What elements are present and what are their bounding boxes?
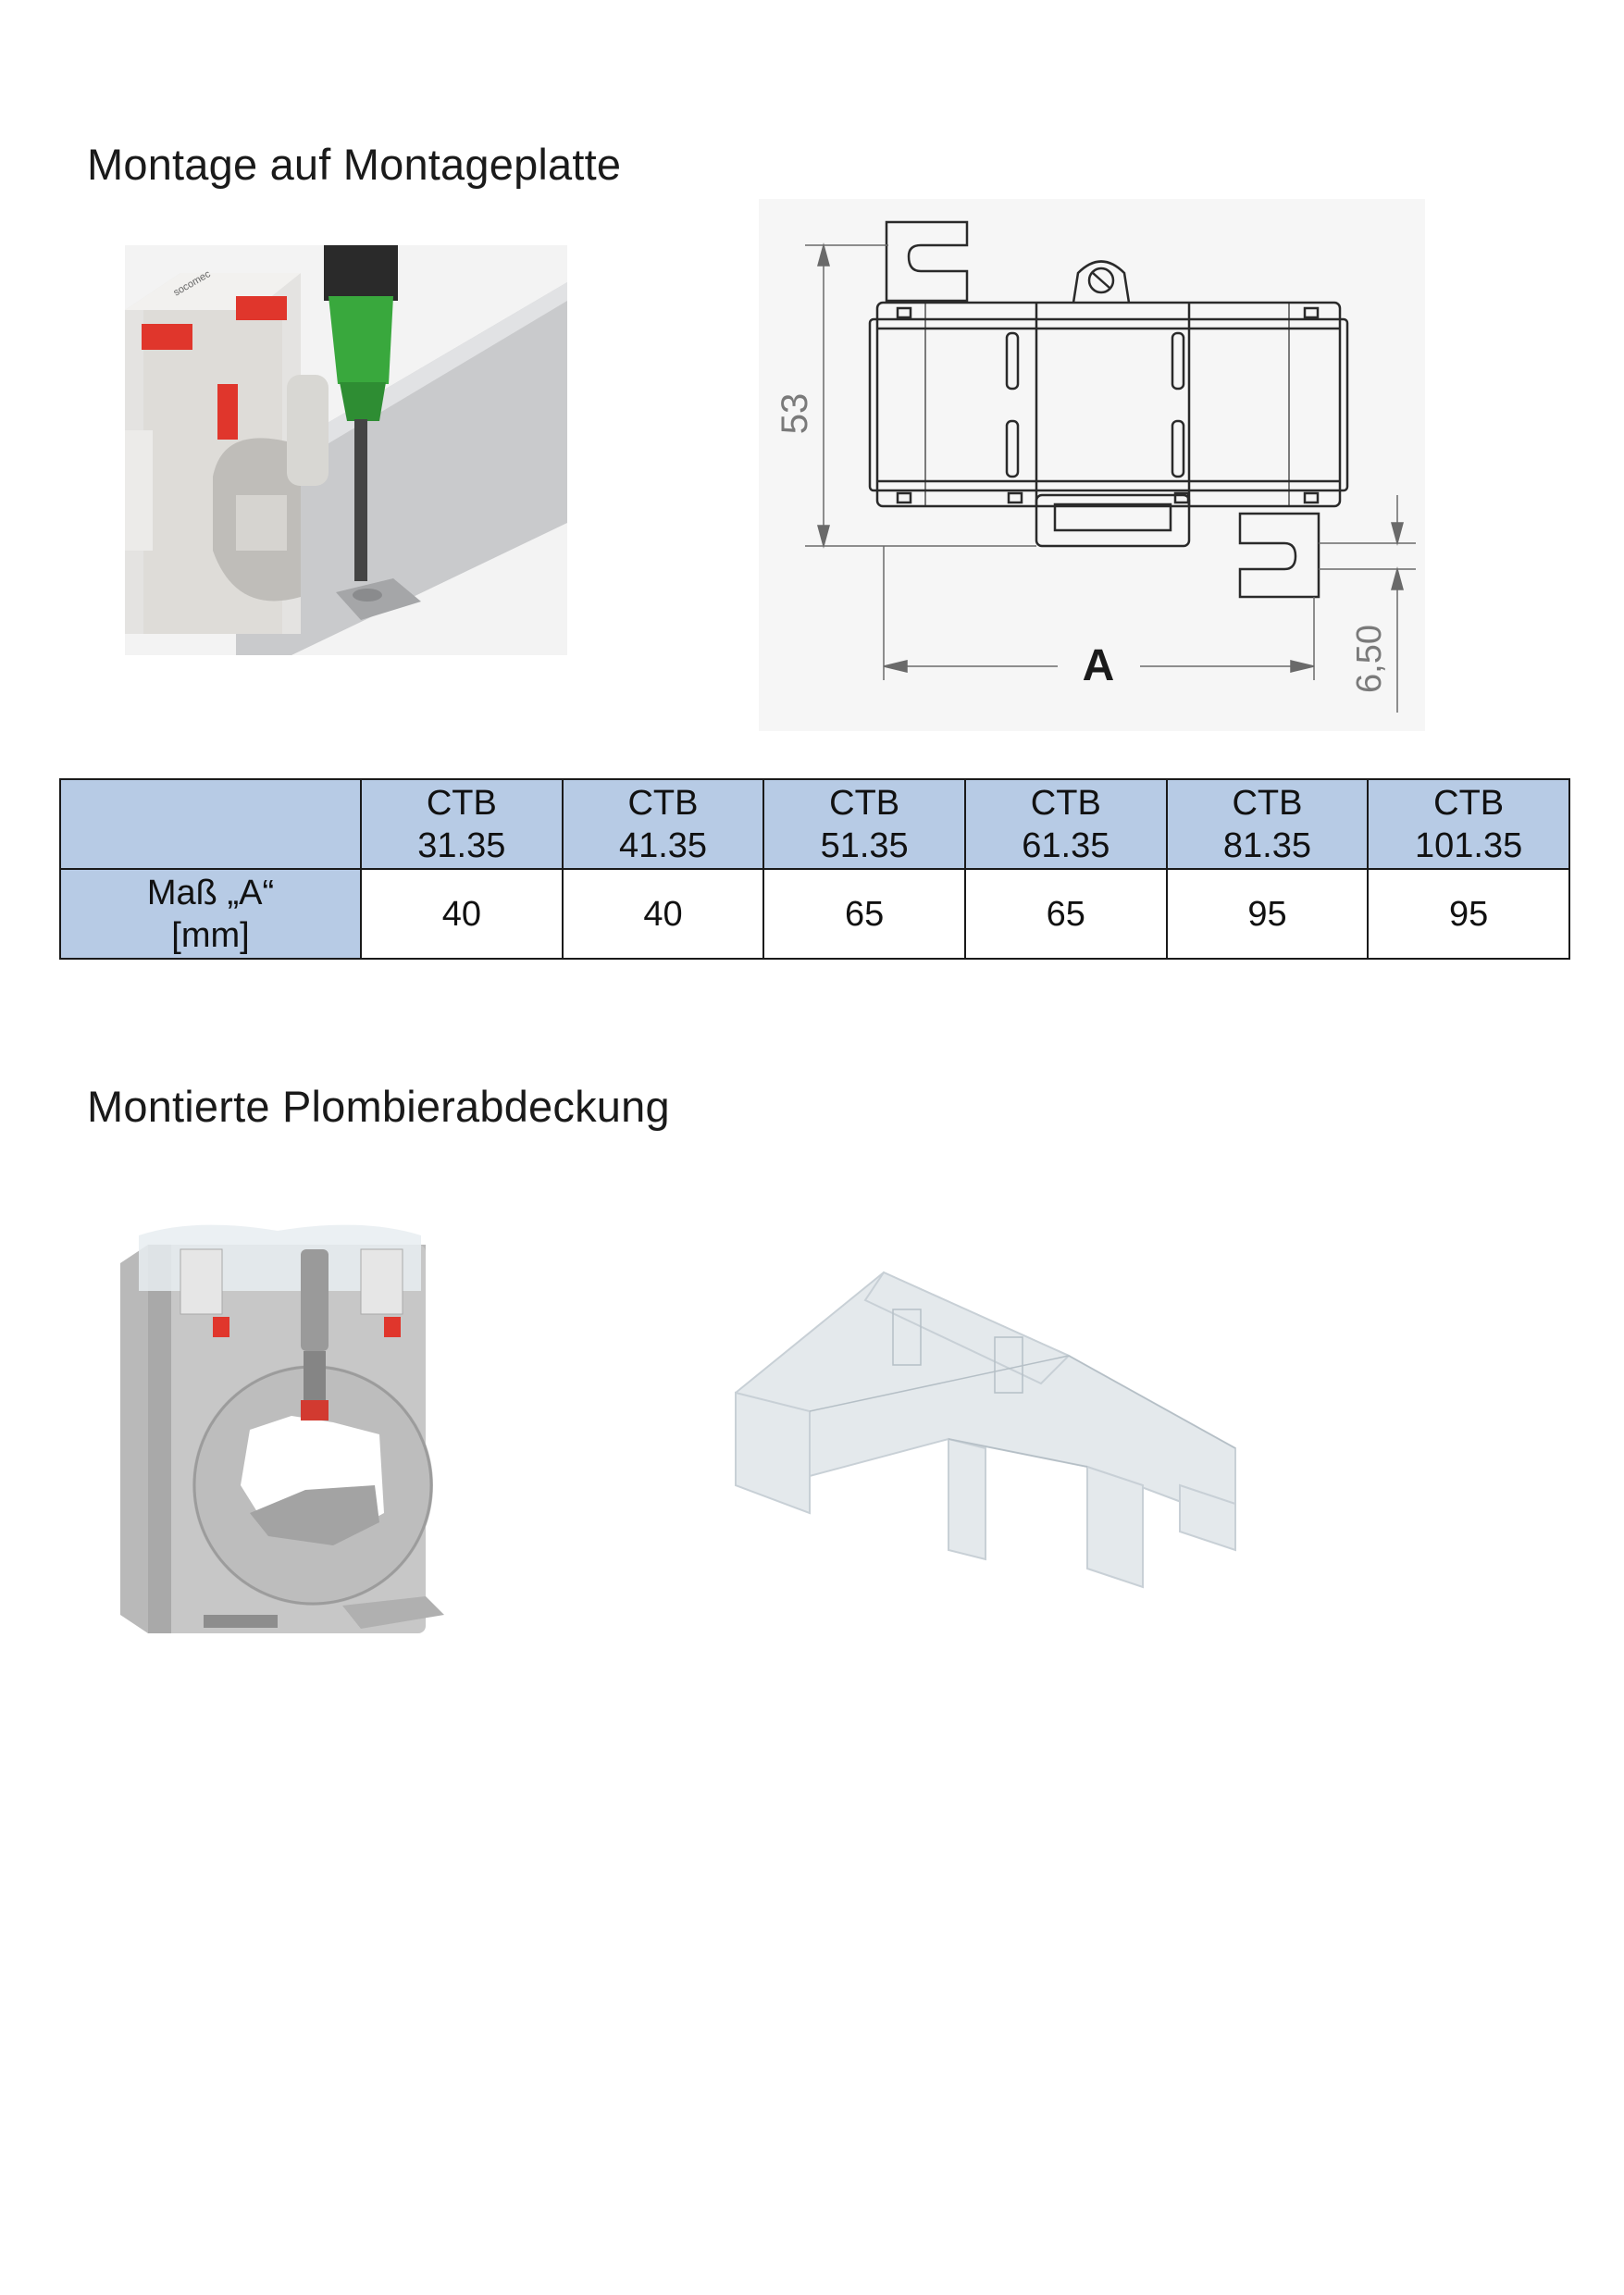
- width-dimension-label: A: [1083, 641, 1115, 690]
- table-row-header: Maß „A“[mm]: [59, 868, 362, 960]
- offset-dimension-label: 6,50: [1350, 625, 1389, 693]
- table-corner-cell: [59, 778, 362, 870]
- seal-cover-section-title: Montierte Plombierabdeckung: [87, 1082, 670, 1131]
- mounting-section-title: Montage auf Montageplatte: [87, 140, 622, 189]
- transformer-with-cover-photo: [111, 1208, 444, 1643]
- table-cell: 65: [762, 868, 966, 960]
- table-cell: 95: [1367, 868, 1570, 960]
- table-row: Maß „A“[mm] 40 40 65 65 95 95: [59, 868, 1570, 960]
- seal-cover-photo: [717, 1254, 1254, 1615]
- height-dimension-label: 53: [775, 393, 815, 435]
- mounting-plate-photo: socomec: [125, 245, 567, 655]
- table-cell: 40: [561, 868, 765, 960]
- dimension-drawing: 53 6,50 A: [759, 199, 1425, 731]
- table-cell: 95: [1165, 868, 1370, 960]
- table-cell: 40: [360, 868, 564, 960]
- table-cell: 65: [963, 868, 1168, 960]
